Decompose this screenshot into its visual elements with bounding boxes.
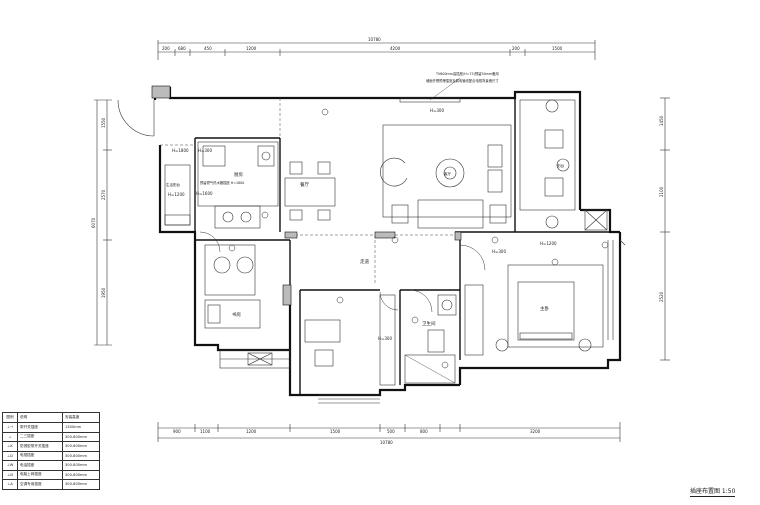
legend-desc: 电视插座: [17, 450, 63, 461]
hatched-columns: [151, 85, 462, 306]
room-kitchen: 厨房: [234, 171, 243, 178]
room-bath: 卫生间: [422, 320, 436, 327]
tv-note-2: 墙面开槽预埋插座及弱电管线配合电视背景墙尺寸: [426, 78, 499, 83]
windows: [219, 209, 626, 404]
drawing-title: 插座布置图 1:50: [690, 488, 736, 497]
legend-height: 300-800mm: [62, 450, 100, 461]
legend-row: ⊥A 空调专用插座 300-800mm: [2, 479, 100, 490]
height-tag-1: H=300: [198, 148, 212, 153]
room-balcony-small: 生活阳台: [166, 182, 180, 187]
legend-symbol: ⊥: [2, 431, 18, 442]
dim-top-6: 200: [512, 46, 520, 51]
dim-top-total: 10780: [368, 37, 381, 42]
dim-bottom-4: 1500: [330, 429, 341, 434]
dim-left-1: 1550: [101, 117, 106, 128]
height-tag-8: H=300: [430, 108, 444, 113]
dim-top-3: 450: [204, 46, 212, 51]
entry-door: [117, 99, 155, 137]
legend-symbol: ⊥W: [2, 460, 18, 471]
legend-desc: 二三插座: [17, 431, 63, 442]
dim-right-2: 2100: [659, 186, 664, 197]
height-tag-6: H=300: [492, 249, 506, 254]
openings: [160, 98, 455, 285]
dim-bottom-3: 1200: [246, 429, 257, 434]
dim-left-3: 1950: [101, 287, 106, 298]
dim-top-7: 1500: [552, 46, 563, 51]
legend-row: ⊥K 防溅型带开关插座 300-800mm: [2, 441, 100, 452]
room-balcony-big: 阳台: [557, 163, 565, 168]
left-dimensions: 6070 1550 2570 1950: [91, 99, 112, 346]
legend-symbol: ⊥D: [2, 450, 18, 461]
legend-header-desc: 说明: [17, 412, 63, 423]
legend-header-row: 图例 说明 安装高度: [2, 412, 100, 423]
legend-desc: 空调专用插座: [17, 479, 63, 490]
legend-height: 300-800mm: [62, 479, 100, 490]
height-tag-7: H=1200: [540, 241, 557, 246]
room-bedroom: 主卧: [540, 305, 549, 312]
top-dimensions: 10780 200 680 450 1200 4200 200 1500: [157, 37, 596, 60]
legend-height: 300-800mm: [62, 460, 100, 471]
legend-row: ⊥D 电视插座 300-800mm: [2, 450, 100, 461]
balcony-furniture: [519, 99, 576, 229]
room-corridor: 走道: [360, 258, 369, 265]
kitchen: [164, 141, 279, 229]
legend-desc: 防溅型带开关插座: [17, 441, 63, 452]
legend-row: ⊥⊣ 带开关插座 1300mm: [2, 422, 100, 433]
legend-row: ⊥ 二三插座 300-800mm: [2, 431, 100, 442]
dim-bottom-6: 800: [420, 429, 428, 434]
legend-desc: 电脑上网插座: [17, 469, 63, 480]
socket-markers: [228, 108, 609, 369]
living-furniture: [380, 97, 512, 229]
legend-desc: 带开关插座: [17, 422, 63, 433]
legend-height: 300-800mm: [62, 431, 100, 442]
room-living: 客厅: [444, 171, 452, 176]
legend-row: ⊥W 电话插座 300-800mm: [2, 460, 100, 471]
legend-desc: 电话插座: [17, 460, 63, 471]
height-tag-5: H=300: [378, 336, 392, 341]
height-tag-4: H=1800: [172, 148, 189, 153]
dim-bottom-1: 900: [173, 429, 181, 434]
dim-bottom-2: 1100: [200, 429, 211, 434]
legend-header-height: 安装高度: [62, 412, 100, 423]
second-room-furniture: [304, 294, 396, 386]
bedroom-furniture: [464, 264, 604, 356]
legend-symbol: ⊥⊣: [2, 422, 18, 433]
height-tag-3: H=1200: [168, 192, 185, 197]
right-dimensions: 1450 2100 2520: [659, 97, 670, 361]
legend-symbol: ⊥K: [2, 441, 18, 452]
study-furniture: [204, 244, 261, 329]
legend-row: ⊥N 电脑上网插座 300-800mm: [2, 469, 100, 480]
dim-top-1: 200: [162, 46, 170, 51]
dim-bottom-total: 10780: [380, 440, 393, 445]
dim-bottom-5: 500: [387, 429, 395, 434]
dim-top-2: 680: [178, 46, 186, 51]
bath-fixtures: [404, 294, 457, 384]
legend-height: 1300mm: [62, 422, 100, 433]
legend-header-symbol: 图例: [2, 412, 18, 423]
dim-right-1: 1450: [659, 115, 664, 126]
dim-left-total: 6070: [91, 217, 96, 228]
legend-height: 300-800mm: [62, 441, 100, 452]
dim-top-4: 1200: [246, 46, 257, 51]
bottom-dimensions: 900 1100 1200 1500 500 800 3200 10780: [157, 422, 621, 445]
dim-top-5: 4200: [390, 46, 401, 51]
room-dining: 餐厅: [300, 181, 309, 188]
legend-table: 图例 说明 安装高度 ⊥⊣ 带开关插座 1300mm ⊥ 二三插座 300-80…: [2, 412, 100, 490]
dining-table: [284, 161, 336, 221]
interior-walls: [194, 98, 620, 395]
interior-doors: [199, 231, 486, 313]
tv-note-1: TV600mm高插座(H=75)预留50mm备用: [435, 71, 499, 76]
kitchen-note: 预留燃气热水器插座 H=1800: [200, 180, 244, 185]
room-study: 书房: [232, 311, 241, 318]
dim-right-3: 2520: [659, 291, 664, 302]
height-tag-2: H=1600: [196, 191, 213, 196]
dim-left-2: 2570: [101, 189, 106, 200]
legend-height: 300-800mm: [62, 469, 100, 480]
legend-symbol: ⊥A: [2, 479, 18, 490]
legend-symbol: ⊥N: [2, 469, 18, 480]
dim-bottom-7: 3200: [530, 429, 541, 434]
